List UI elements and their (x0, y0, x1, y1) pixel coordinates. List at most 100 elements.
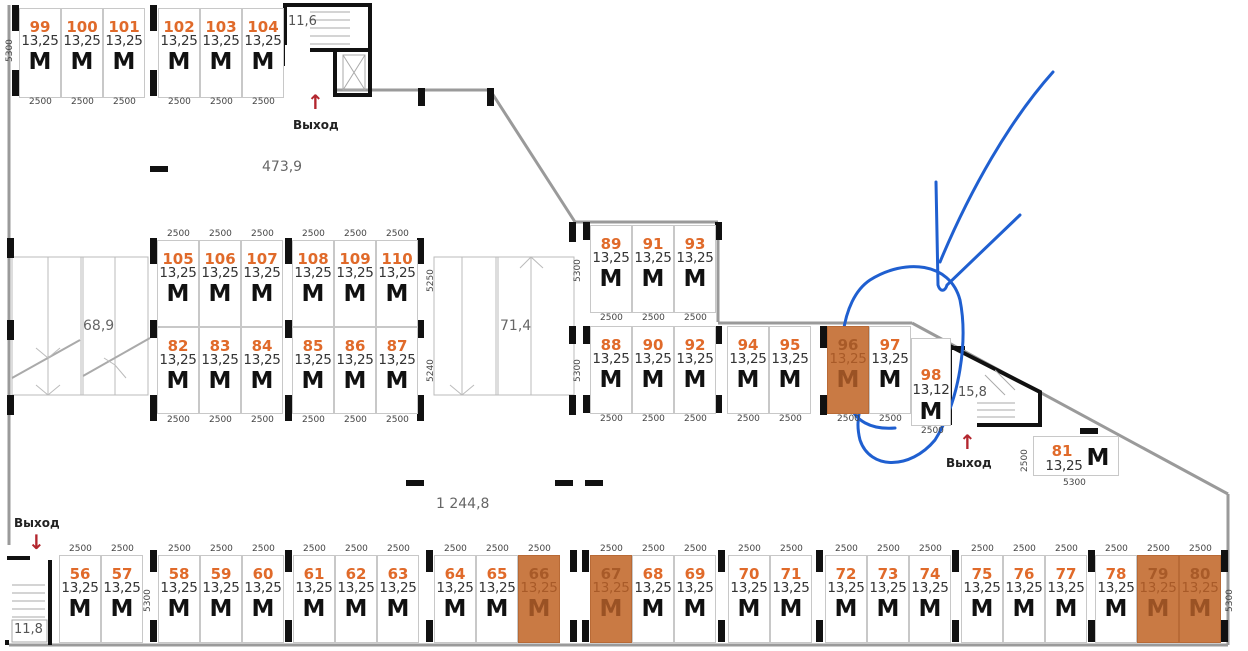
exit-arrow-up-icon: ↑ (959, 430, 976, 454)
unit-number: 73 (877, 565, 899, 583)
structural-column (417, 395, 424, 421)
structural-column (820, 395, 827, 415)
unit-type-mark: M (251, 596, 275, 622)
unit-area: 13,25 (336, 265, 374, 281)
structural-column (12, 70, 19, 96)
unit-area: 13,25 (105, 33, 143, 49)
exit-arrow-up-icon: ↑ (307, 90, 324, 114)
unit-type-mark: M (251, 49, 275, 75)
dim-bottom-row-right: 5300 (1225, 589, 1235, 612)
unit-width-dim: 2500 (345, 544, 368, 554)
structural-column (718, 550, 725, 572)
unit-type-mark: M (641, 367, 665, 393)
unit-width-dim: 2500 (251, 415, 274, 425)
unit-type-mark: M (250, 368, 274, 394)
structural-column (150, 166, 168, 172)
unit-number: 103 (205, 18, 237, 36)
dim-col-bottom: 5300 (573, 359, 583, 382)
unit-type-mark: M (443, 596, 467, 622)
unit-type-mark: M (599, 367, 623, 393)
unit-width-dim: 2500 (113, 97, 136, 107)
unit-type-mark: M (1188, 596, 1212, 622)
unit-type-mark: M (970, 596, 994, 622)
unit-area: 13,25 (336, 352, 374, 368)
structural-column (816, 620, 823, 642)
unit-width-dim: 2500 (684, 313, 707, 323)
unit-number: 66 (528, 565, 550, 583)
unit-width-dim: 2500 (168, 544, 191, 554)
unit-type-mark: M (599, 266, 623, 292)
unit-number: 57 (111, 565, 133, 583)
unit-width-dim: 2500 (737, 414, 760, 424)
unit-type-mark: M (302, 596, 326, 622)
structural-column (417, 238, 424, 264)
unit-area: 13,25 (771, 351, 809, 367)
structural-column (570, 550, 577, 572)
structural-column (487, 88, 494, 106)
unit-width-dim: 2500 (252, 97, 275, 107)
unit-area: 13,25 (159, 265, 197, 281)
structural-column (1221, 620, 1228, 642)
unit-width-dim: 2500 (251, 229, 274, 239)
unit-area: 13,25 (295, 580, 333, 596)
unit-number: 79 (1147, 565, 1169, 583)
exit-label-top: Выход (293, 118, 339, 132)
